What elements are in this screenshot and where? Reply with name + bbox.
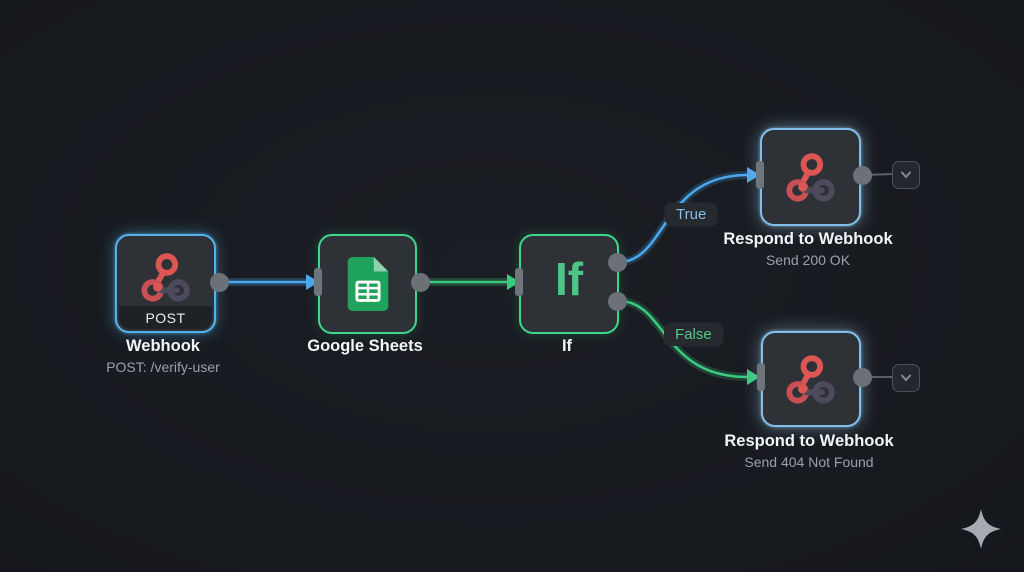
google-sheets-icon [346, 256, 390, 312]
node-label-respond-true: Respond to Webhook Send 200 OK [668, 230, 948, 268]
node-respond-to-webhook-false[interactable] [761, 331, 861, 427]
chevron-down-icon [901, 171, 911, 179]
branch-label-true: True [665, 203, 718, 226]
node-label-if: If [427, 337, 707, 356]
node-title: Respond to Webhook [724, 432, 894, 450]
node-if[interactable]: If [519, 234, 619, 334]
endpoint-square-true[interactable] [892, 161, 920, 189]
endpoint-square-false[interactable] [892, 364, 920, 392]
node-label-respond-false: Respond to Webhook Send 404 Not Found [669, 432, 949, 470]
node-title: Respond to Webhook [723, 230, 893, 248]
node-webhook[interactable]: POST [115, 234, 216, 333]
input-connector-sheets[interactable] [314, 268, 322, 296]
node-respond-to-webhook-true[interactable] [760, 128, 861, 226]
webhook-icon [784, 354, 838, 404]
input-connector-if[interactable] [515, 268, 523, 296]
webhook-method-badge: POST [119, 306, 212, 329]
node-label-google-sheets: Google Sheets [225, 337, 505, 356]
output-connector-webhook[interactable] [210, 273, 229, 292]
sparkle-icon [960, 508, 1002, 550]
output-connector-if-true[interactable] [608, 253, 627, 272]
node-title: If [561, 337, 573, 355]
branch-label-false: False [664, 323, 723, 346]
chevron-down-icon [901, 374, 911, 382]
node-subtitle: Send 404 Not Found [744, 454, 874, 470]
input-connector-respond-false[interactable] [757, 363, 765, 391]
input-connector-respond-true[interactable] [756, 161, 764, 189]
node-subtitle: Send 200 OK [765, 252, 851, 268]
output-connector-sheets[interactable] [411, 273, 430, 292]
node-title: Google Sheets [307, 337, 423, 355]
webhook-icon [139, 252, 193, 302]
if-icon: If [554, 253, 584, 305]
node-title: Webhook [126, 337, 200, 355]
webhook-icon [784, 152, 838, 202]
output-connector-if-false[interactable] [608, 292, 627, 311]
output-connector-respond-true[interactable] [853, 166, 872, 185]
node-google-sheets[interactable] [318, 234, 417, 334]
node-subtitle: POST: /verify-user [106, 359, 220, 375]
node-label-webhook: Webhook POST: /verify-user [23, 337, 303, 375]
output-connector-respond-false[interactable] [853, 368, 872, 387]
